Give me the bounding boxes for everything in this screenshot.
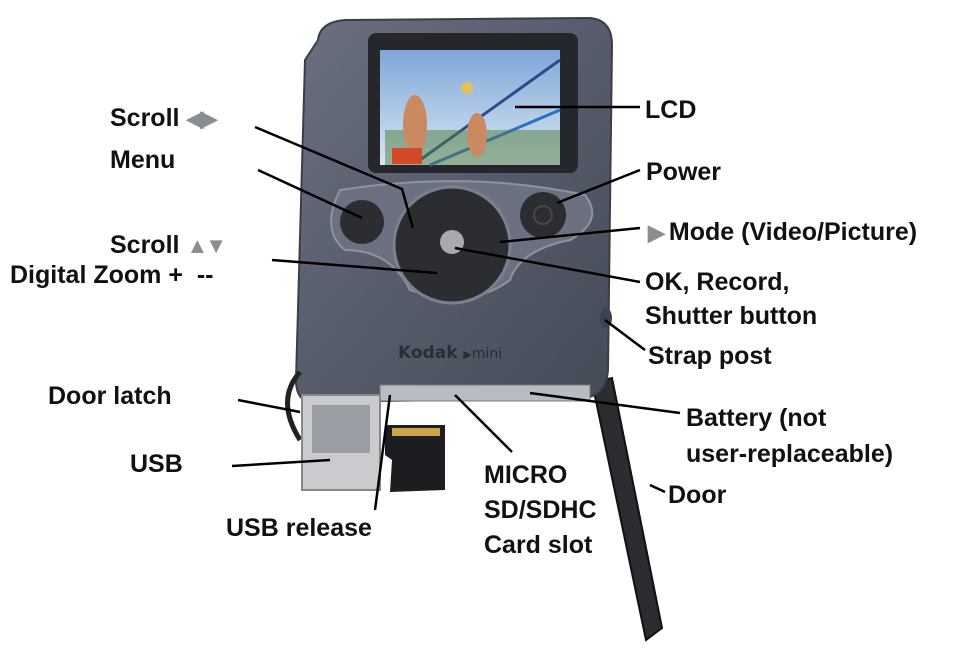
label-power: Power: [646, 158, 722, 186]
up-down-arrows-icon: ▲▼: [186, 233, 227, 258]
power-button: [520, 192, 566, 238]
microsd-card: [385, 425, 445, 492]
label-ok-record-shutter: OK, Record,Shutter button: [645, 268, 818, 330]
label-scroll-up-down: Scroll ▲▼: [110, 231, 227, 259]
label-menu: Menu: [110, 146, 176, 174]
label-lcd: LCD: [645, 96, 697, 124]
battery-edge: [379, 384, 591, 402]
label-usb: USB: [130, 450, 183, 478]
label-usb-release: USB release: [226, 514, 372, 542]
right-arrow-icon: ▶: [648, 220, 665, 245]
label-digital-zoom: Digital Zoom + --: [10, 261, 214, 289]
left-right-arrows-icon: ◀▶: [186, 106, 217, 131]
menu-button: [340, 200, 384, 244]
door: [590, 376, 664, 642]
leader-lines: [231, 105, 681, 511]
label-door-latch: Door latch: [48, 382, 172, 410]
label-strap-post: Strap post: [648, 342, 772, 370]
door-latch: [285, 370, 303, 442]
label-door: Door: [668, 481, 727, 509]
label-mode: ▶ Mode (Video/Picture): [648, 218, 918, 246]
ok-button: [440, 230, 464, 254]
label-scroll-left-right: Scroll ◀▶: [110, 104, 217, 132]
kodak-logo: Kodak ▶mini: [398, 343, 503, 363]
